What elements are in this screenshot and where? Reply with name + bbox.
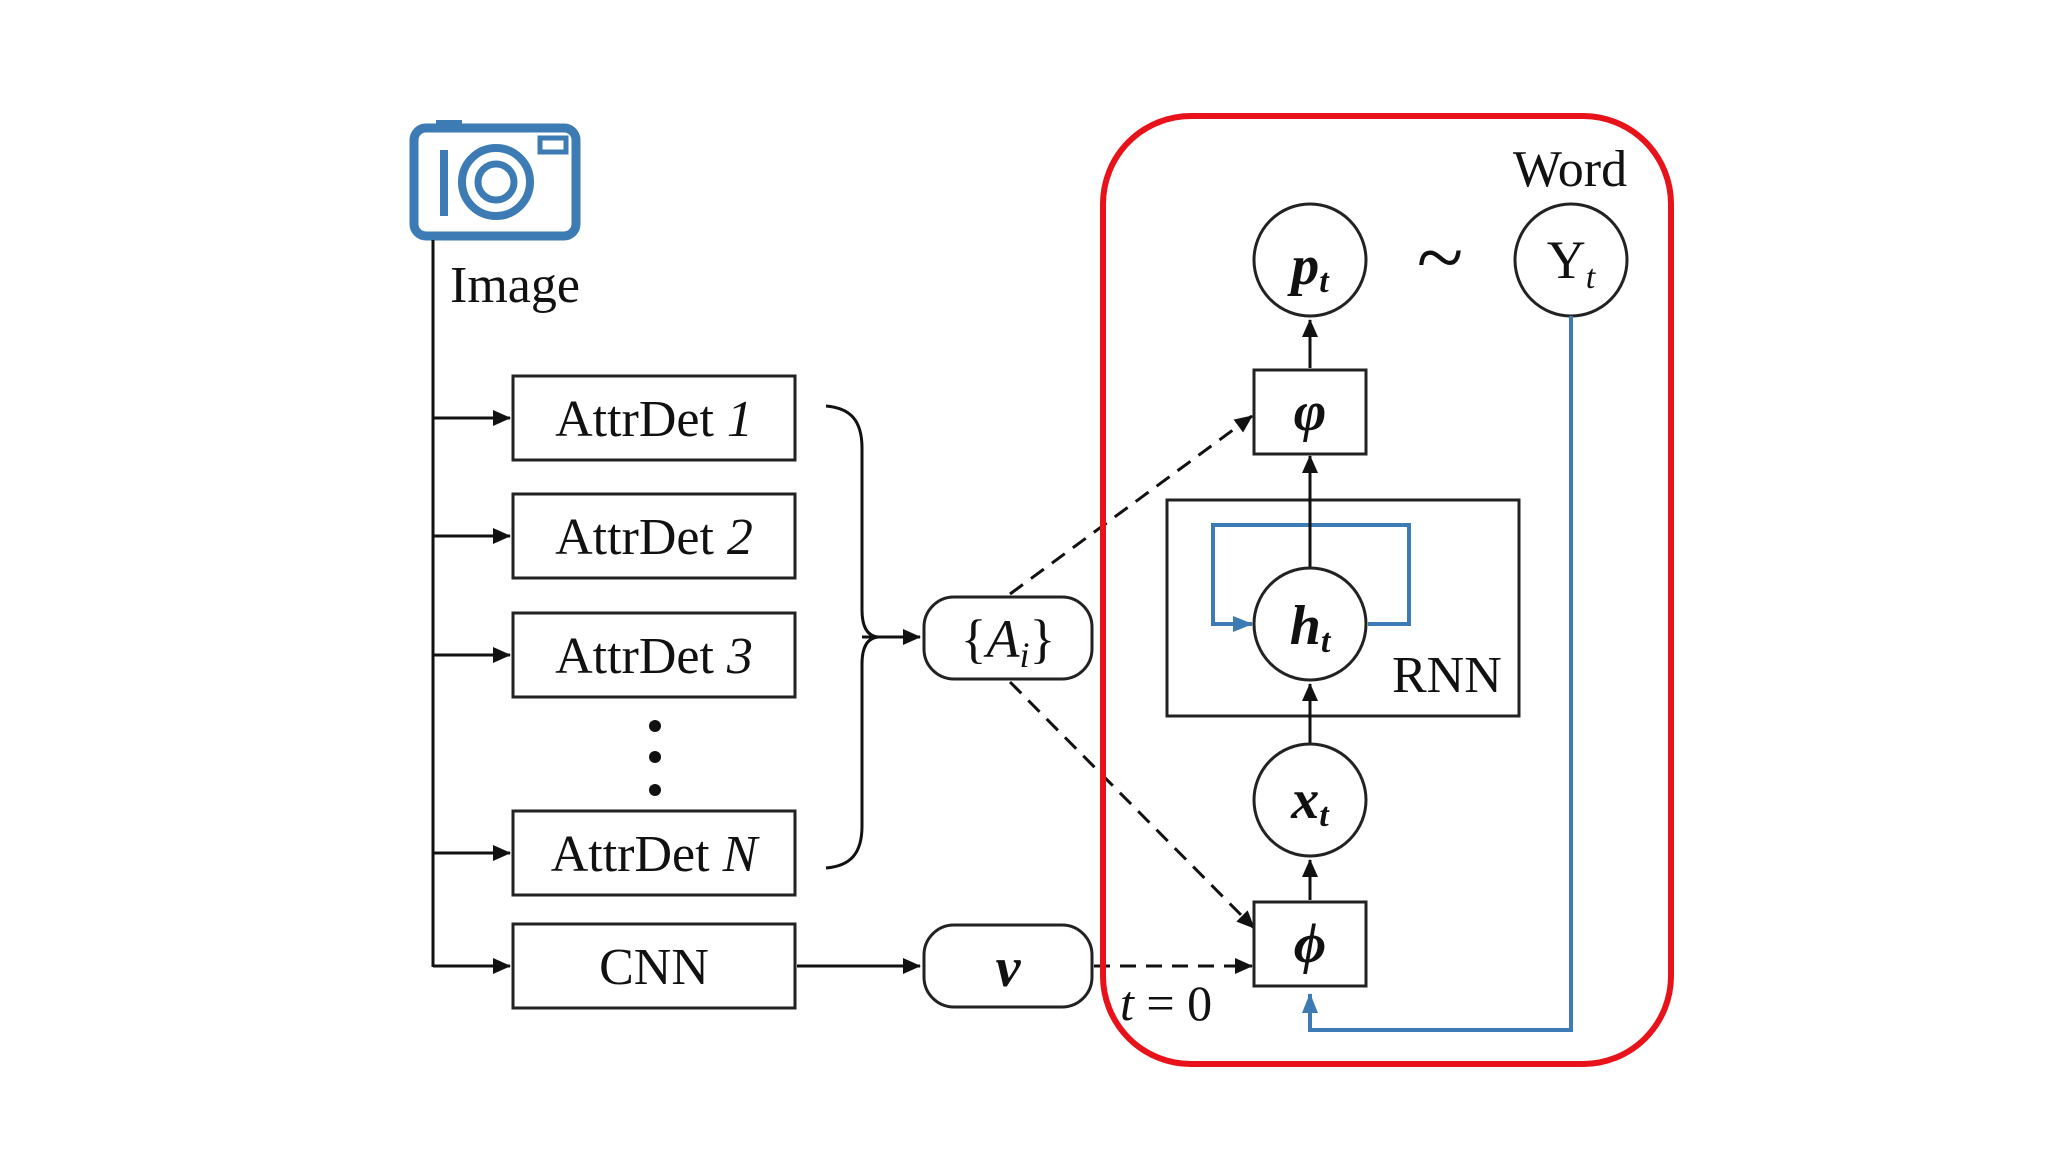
attrdet-2-box: AttrDet 2: [511, 492, 797, 580]
svg-text:pt: pt: [1287, 235, 1330, 300]
word-sub: t: [1586, 259, 1597, 296]
word-var: Y: [1547, 230, 1586, 290]
svg-text:AttrDet 2: AttrDet 2: [555, 509, 753, 566]
attrdet-prefix: AttrDet: [551, 826, 723, 883]
svg-text:AttrDet N: AttrDet N: [551, 826, 761, 883]
svg-text:{Ai}: {Ai}: [961, 609, 1056, 675]
recurrent-loop-line: [1211, 523, 1310, 632]
rnn-label: RNN: [1392, 647, 1502, 704]
t0-label: t = 0: [1120, 975, 1212, 1031]
attrdet-index: 2: [727, 509, 753, 566]
attrdet-prefix: AttrDet: [555, 628, 727, 685]
word-node: Yt: [1513, 202, 1629, 318]
hidden-state-node: ht: [1252, 566, 1368, 682]
vertical-ellipsis: [649, 720, 661, 796]
svg-text:AttrDet 3: AttrDet 3: [555, 628, 753, 685]
input-function-box: ϕ: [1252, 900, 1368, 988]
svg-text:xt: xt: [1290, 769, 1330, 834]
output-distribution-node: pt: [1252, 202, 1368, 318]
dashed-arrow-attributes-to-phi-out: [1009, 414, 1253, 596]
sampling-tilde: ~: [1417, 209, 1464, 305]
output-function-box: φ: [1252, 368, 1368, 456]
hidden-sub: t: [1321, 623, 1332, 660]
attrdet-n-box: AttrDet N: [511, 809, 797, 897]
hidden-var: h: [1290, 595, 1321, 657]
t0-rest: = 0: [1134, 975, 1212, 1031]
attributes-close-brace: }: [1030, 609, 1056, 669]
word-feedback-line: [1302, 316, 1573, 1032]
visual-node-label: v: [996, 937, 1022, 999]
attributes-open-brace: {: [961, 609, 987, 669]
attrdet-3-box: AttrDet 3: [511, 611, 797, 699]
visual-node: v: [922, 923, 1094, 1009]
rnn-block: [1165, 498, 1521, 718]
svg-text:ht: ht: [1290, 595, 1332, 660]
word-label: Word: [1513, 141, 1627, 198]
cnn-label: CNN: [599, 939, 709, 996]
svg-text:AttrDet 1: AttrDet 1: [555, 391, 753, 448]
recurrent-loop-line-right: [1310, 523, 1411, 626]
input-node: xt: [1252, 742, 1368, 858]
image-label: Image: [450, 257, 580, 314]
rnn-model-highlight: [1100, 113, 1674, 1067]
input-sub: t: [1319, 797, 1330, 834]
camera-icon: [409, 120, 581, 241]
output-var: p: [1287, 235, 1319, 297]
output-sub: t: [1319, 263, 1330, 300]
output-fn-label: φ: [1294, 381, 1327, 443]
attributes-node: {Ai}: [922, 595, 1094, 681]
svg-text:Yt: Yt: [1547, 230, 1597, 296]
attrdet-index: N: [722, 826, 761, 883]
attrdet-index: 3: [726, 628, 753, 685]
input-fn-label: ϕ: [1294, 913, 1326, 975]
attrdet-prefix: AttrDet: [555, 391, 727, 448]
attributes-sub: i: [1019, 635, 1029, 675]
dashed-arrow-attributes-to-phi-in: [1008, 680, 1256, 930]
cnn-box: CNN: [511, 922, 797, 1010]
attrdet-prefix: AttrDet: [555, 509, 727, 566]
t0-var: t: [1120, 975, 1135, 1031]
input-var: x: [1290, 769, 1319, 831]
attributes-var: A: [983, 609, 1020, 669]
attrdet-index: 1: [727, 391, 753, 448]
attrdet-1-box: AttrDet 1: [511, 374, 797, 462]
